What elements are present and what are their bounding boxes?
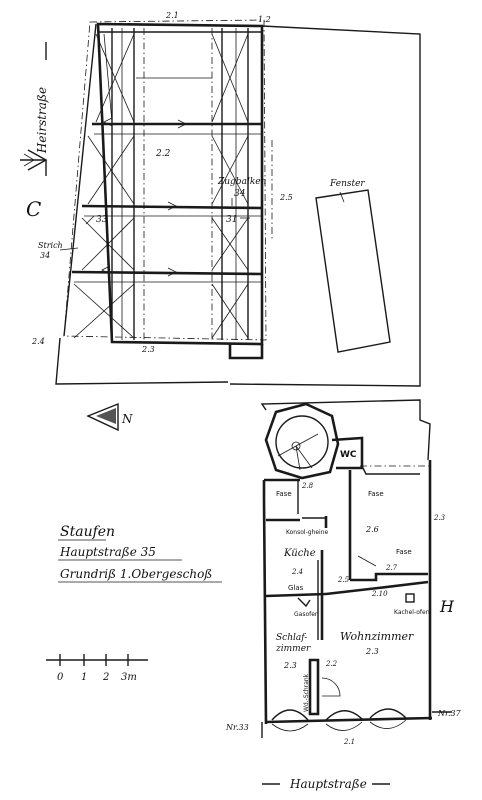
- door-swing: [321, 677, 341, 697]
- hauptstrasse-label: Hauptstraße: [289, 777, 367, 791]
- dim-sz: 2.3: [283, 661, 297, 670]
- dim-27: 2.7: [385, 564, 398, 572]
- section-marker-h: H: [439, 597, 455, 616]
- neighbour-right-outline: [229, 25, 421, 387]
- fenster-window: [315, 189, 391, 353]
- wohnzimmer-label: Wohnzimmer: [340, 630, 414, 643]
- scale-label-0: 0: [57, 672, 64, 683]
- dim-bottom: 2.3: [141, 345, 155, 354]
- section-marker-c: C: [26, 197, 41, 221]
- kitchen-bottom-wall: [265, 592, 327, 598]
- dim-right: 2.5: [279, 193, 293, 202]
- bay-window-2-sill: [325, 721, 363, 731]
- fase-mid-label: Fase: [396, 548, 412, 556]
- dim-middle: 2.2: [155, 149, 171, 159]
- dim-21: 2.1: [343, 738, 355, 746]
- horizontal-beams: [71, 31, 263, 283]
- living-top-wall: [325, 580, 429, 596]
- top-framing-plan: Heirstraße C: [20, 11, 421, 387]
- right-posts: [211, 28, 249, 340]
- inner-dashed-outline: [63, 19, 267, 341]
- dim-210: 2.10: [371, 590, 388, 598]
- gasofen-symbol: [297, 597, 311, 608]
- bottom-facade-wall: [265, 716, 433, 724]
- beam-label-right: 31: [226, 215, 237, 225]
- hauptstrasse-street: Hauptstraße: [262, 777, 390, 791]
- beam-arrows: [101, 117, 187, 277]
- upper-right-wall: [361, 465, 420, 475]
- right-x-bracing: [211, 33, 249, 339]
- fase-arrow: [357, 555, 377, 567]
- upper-right-bottom-wall: [350, 572, 428, 582]
- dim-22: 2.2: [325, 660, 338, 668]
- kuche-label: Küche: [283, 548, 316, 559]
- beam-left-pointer: [85, 215, 95, 225]
- dim-corner-bottom-left: 2.4: [31, 337, 45, 346]
- dim-24: 2.4: [291, 568, 303, 576]
- wc-label: WC: [340, 450, 357, 460]
- dim-23-right: 2.3: [433, 514, 446, 522]
- glas-label: Glas: [288, 584, 304, 592]
- schlafzimmer-label-2: zimmer: [275, 644, 311, 654]
- north-label: N: [121, 412, 133, 426]
- strich-label: Strich: [38, 241, 63, 250]
- stair-tower-walls: [264, 402, 340, 480]
- left-wall: [63, 23, 97, 337]
- zugbalken-id: 34: [234, 189, 246, 199]
- scale-bar: 0 1 2 3m: [46, 654, 148, 683]
- fenster-pointer: [339, 191, 345, 203]
- wardrobe-closet: [308, 658, 320, 716]
- bay-window-3: [369, 708, 407, 719]
- schrank-label: Wd.-Schrank: [303, 673, 310, 712]
- dim-25: 2.5: [337, 576, 350, 584]
- dim-top: 2.1: [165, 11, 179, 20]
- kachelofen-label: Kachel-ofen: [394, 609, 430, 616]
- nr-33-label: Nr.33: [225, 723, 249, 732]
- strich-pointer: [59, 247, 79, 251]
- title-block: Staufen Hauptstraße 35 Grundriß 1.Oberge…: [58, 524, 222, 583]
- dim-26: 2.6: [365, 525, 379, 534]
- nr-37-label: Nr.37: [437, 709, 462, 718]
- heirstrasse-label: Heirstraße: [35, 87, 49, 154]
- scale-label-1: 1: [81, 672, 87, 683]
- neighbour-bottom-outline: [55, 337, 229, 385]
- bay-window-3-sill: [369, 719, 407, 729]
- wc-room: [331, 436, 364, 470]
- fenster-label: Fenster: [329, 179, 365, 189]
- title-town: Staufen: [60, 524, 115, 540]
- north-arrow: N: [86, 402, 133, 432]
- left-x-bracing: [73, 33, 135, 339]
- gasofen-label: Gasofen: [294, 611, 319, 618]
- kuche-note: Konsol-gheine: [286, 529, 329, 536]
- zugbalken-label: Zugbalken: [217, 177, 267, 187]
- bay-window-1: [271, 709, 309, 721]
- schlafzimmer-label-1: Schlaf-: [276, 633, 307, 643]
- bay-window-2: [325, 710, 363, 721]
- strich-id: 34: [40, 251, 50, 260]
- dim-wz: 2.3: [365, 647, 379, 656]
- fase-right-label: Fase: [368, 490, 384, 498]
- dim-corner-top-right: 1.2: [258, 15, 271, 24]
- dim-28: 2.8: [301, 482, 314, 490]
- left-posts: [111, 28, 145, 340]
- fase-left-label: Fase: [276, 490, 292, 498]
- scale-label-3m: 3m: [121, 672, 137, 683]
- title-subtitle: Grundriß 1.Obergeschoß: [60, 567, 212, 581]
- floor-plan-1og: WC Fase 2.8 Konsol-gheine Küche 2.4 Fase…: [225, 399, 462, 746]
- direction-arrow-icon: [20, 149, 48, 171]
- left-outer-wall: [262, 480, 268, 725]
- spiral-stair: [275, 415, 329, 469]
- bay-window-1-sill: [271, 723, 309, 732]
- kachelofen-symbol: [405, 593, 415, 603]
- title-address: Hauptstraße 35: [59, 545, 156, 559]
- scale-label-2: 2: [102, 672, 109, 683]
- neighbour-top-outline: [260, 399, 431, 461]
- bottom-notch: [228, 344, 264, 360]
- beam-label-left: 33: [96, 215, 108, 225]
